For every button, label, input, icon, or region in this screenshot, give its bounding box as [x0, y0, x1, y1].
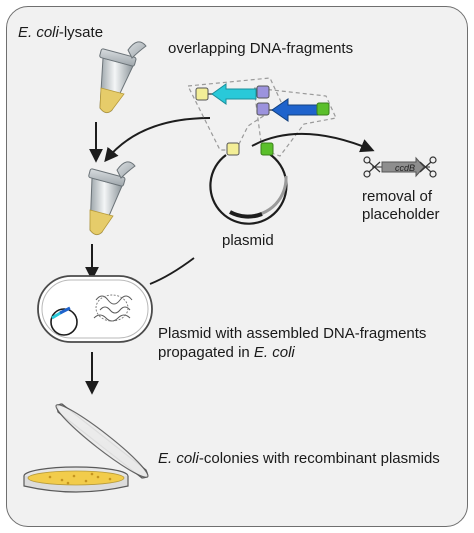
- overlap-yellow-box: [195, 87, 209, 101]
- fragment2-outline: [253, 87, 337, 157]
- connector-plasmid-to-cell: [149, 257, 195, 285]
- assembled-line2: propagated in E. coli: [158, 343, 426, 362]
- plasmid-yellow-end: [226, 142, 240, 156]
- ccdb-label: ccdB: [395, 163, 415, 173]
- assembled-line2-organism: E. coli: [253, 344, 295, 361]
- removal-label: removal of placeholder: [362, 188, 440, 224]
- removal-line1: removal of: [362, 188, 433, 205]
- lysate-label: E. coli-lysate: [18, 24, 103, 42]
- bacterial-cell-icon: [37, 275, 153, 343]
- colonies-organism: E. coli: [158, 450, 199, 467]
- lysate-suffix: -lysate: [58, 24, 104, 41]
- assembled-line2-prefix: propagated in: [158, 344, 254, 361]
- assembled-label: Plasmid with assembled DNA-fragments pro…: [158, 324, 426, 362]
- cyan-gene-arrow: [211, 83, 257, 105]
- scissors-icon: [363, 156, 381, 178]
- microcentrifuge-tube-icon: [99, 41, 147, 114]
- overlap-green-box: [316, 102, 330, 116]
- assembled-line1: Plasmid with assembled DNA-fragments: [158, 325, 427, 342]
- removal-line2: placeholder: [362, 206, 440, 223]
- scissors-icon: [419, 156, 437, 178]
- blue-gene-arrow: [271, 98, 319, 122]
- overlap-violet-box-2: [256, 102, 270, 116]
- plasmid-label: plasmid: [222, 232, 274, 249]
- microcentrifuge-tube-icon: [88, 161, 136, 236]
- colonies-suffix: -colonies with recombinant plasmids: [198, 450, 440, 467]
- arrow-plasmid-to-removal: [251, 133, 375, 153]
- petri-dish-icon: [23, 403, 149, 493]
- fragments-label: overlapping DNA-fragments: [168, 40, 354, 57]
- colonies-label: E. coli-colonies with recombinant plasmi…: [158, 450, 440, 468]
- overlap-violet-box: [256, 85, 270, 99]
- plasmid-icon: [209, 142, 288, 225]
- dna-fragments: [187, 77, 337, 157]
- lysate-organism: E. coli: [18, 24, 59, 41]
- arrow-fragments-to-tube2: [104, 117, 211, 163]
- plasmid-green-end: [260, 142, 274, 156]
